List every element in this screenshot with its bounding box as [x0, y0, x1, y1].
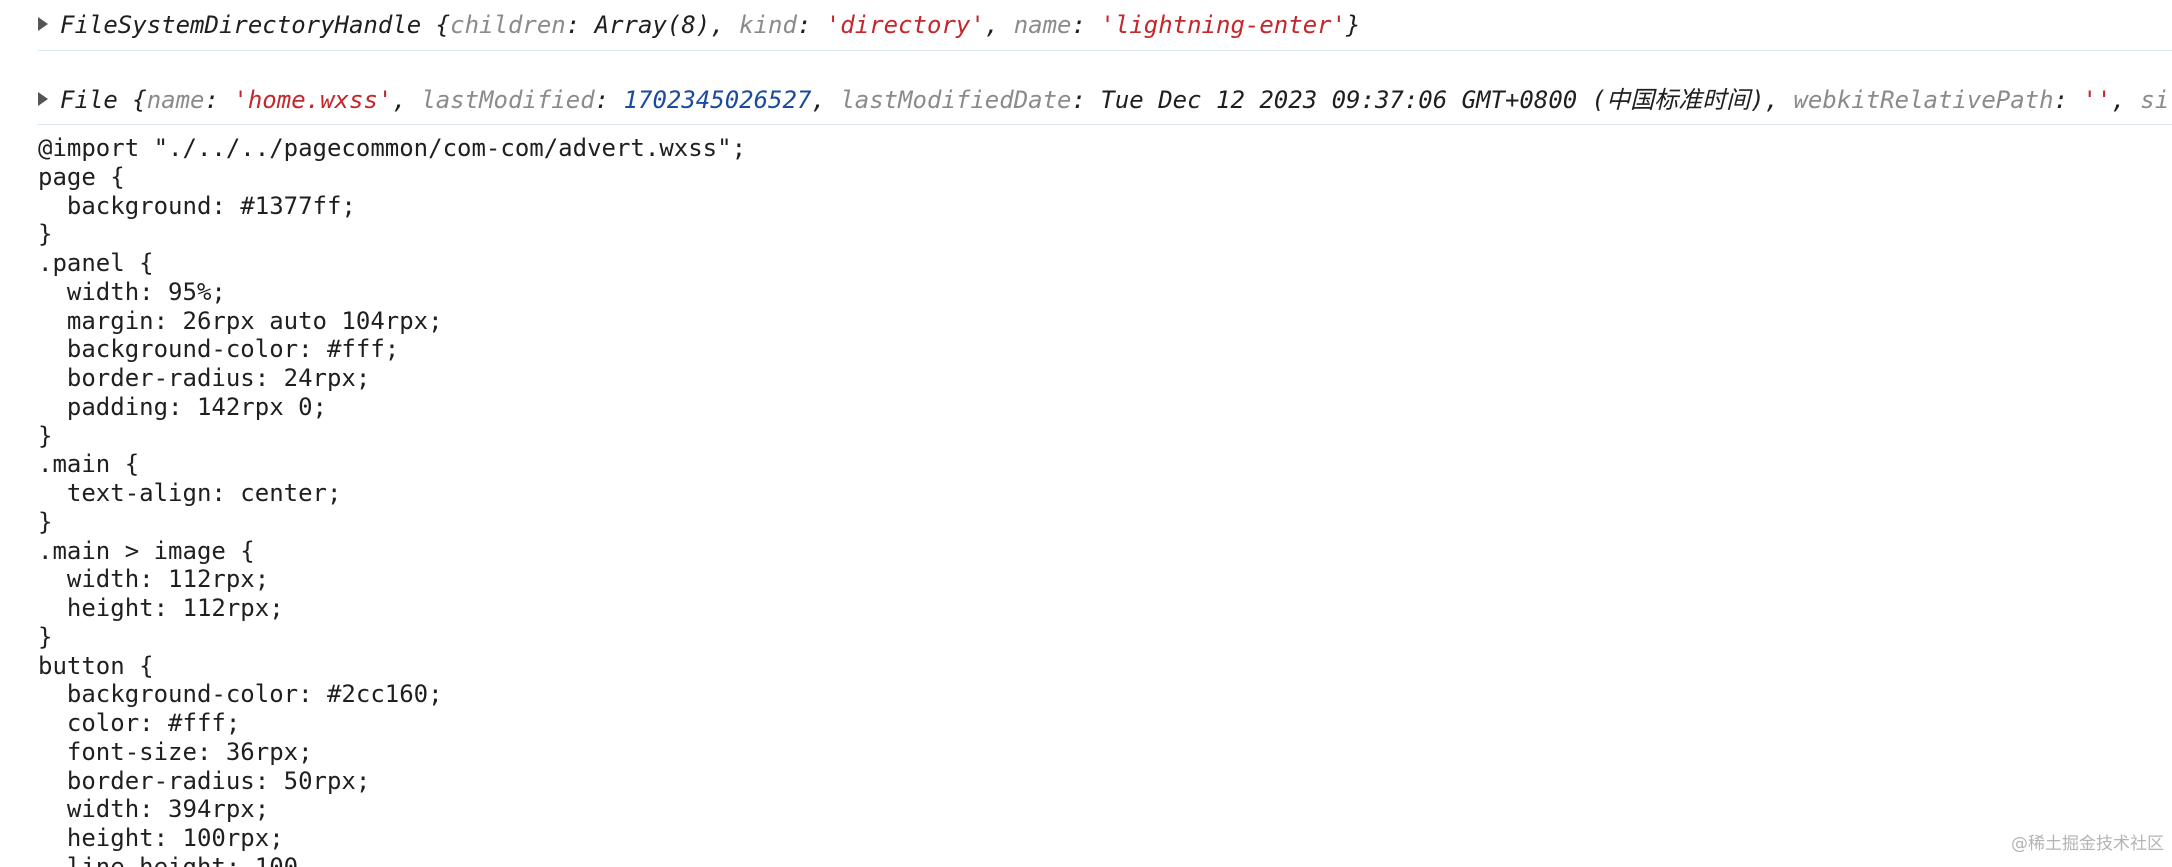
- comma-separator: ,: [984, 11, 1014, 39]
- open-brace: {: [421, 11, 451, 39]
- colon-separator: :: [204, 86, 234, 114]
- property-value: '': [2082, 86, 2112, 114]
- code-line: font-size: 36rpx;: [38, 737, 313, 766]
- code-line: .main > image {: [38, 536, 255, 565]
- property-key: name: [1013, 11, 1072, 39]
- property-value: 'directory': [825, 11, 985, 39]
- code-line: padding: 142rpx 0;: [38, 392, 327, 421]
- code-line: width: 394rpx;: [38, 795, 270, 824]
- colon-separator: :: [594, 86, 624, 114]
- colon-separator: :: [565, 11, 595, 39]
- open-brace: {: [117, 86, 147, 114]
- code-line: width: 112rpx;: [38, 565, 270, 594]
- comma-separator: ,: [811, 86, 841, 114]
- console-log-row-directory-handle: FileSystemDirectoryHandle {children: Arr…: [38, 0, 2172, 51]
- code-line: border-radius: 50rpx;: [38, 766, 371, 795]
- comma-separator: ,: [1764, 86, 1794, 114]
- code-line: text-align: center;: [38, 479, 342, 507]
- code-line: }: [38, 622, 53, 651]
- property-key: webkitRelativePath: [1793, 86, 2054, 114]
- code-line: background-color: #2cc160;: [38, 680, 443, 709]
- property-value: 1702345026527: [623, 86, 812, 114]
- property-key: children: [450, 11, 566, 39]
- code-line: border-radius: 24rpx;: [38, 364, 371, 392]
- console-log-row-file: File {name: 'home.wxss', lastModified: 1…: [38, 76, 2172, 125]
- comma-separator: ,: [2111, 86, 2141, 114]
- code-line: }: [38, 220, 53, 249]
- code-line: @import "./../../pagecommon/com-com/adve…: [38, 134, 747, 162]
- colon-separator: :: [1071, 11, 1101, 39]
- comma-separator: ,: [392, 86, 422, 114]
- code-line: .panel {: [38, 249, 154, 277]
- object-fields: children: Array(8), kind: 'directory', n…: [450, 11, 1346, 39]
- close-brace: }: [1346, 11, 1361, 39]
- expand-triangle-icon[interactable]: [38, 17, 48, 31]
- property-key: si: [2140, 86, 2170, 114]
- property-value: 'lightning-enter': [1100, 11, 1347, 39]
- code-line: line-height: 100: [38, 852, 299, 867]
- code-line: background-color: #fff;: [38, 335, 400, 364]
- expand-triangle-icon[interactable]: [38, 92, 48, 106]
- code-line: }: [38, 507, 53, 536]
- property-key: lastModified: [421, 86, 595, 114]
- watermark: @稀土掘金技术社区: [2011, 834, 2164, 854]
- code-line: width: 95%;: [38, 277, 226, 306]
- property-key: name: [146, 86, 205, 114]
- property-key: kind: [739, 11, 797, 39]
- colon-separator: :: [1071, 86, 1101, 114]
- code-line: margin: 26rpx auto 104rpx;: [38, 306, 443, 335]
- object-fields: name: 'home.wxss', lastModified: 1702345…: [147, 86, 2170, 114]
- code-line: .main {: [38, 450, 140, 479]
- code-line: height: 112rpx;: [38, 594, 284, 622]
- property-value: Array(8): [594, 11, 711, 39]
- colon-separator: :: [796, 11, 826, 39]
- object-type-name: FileSystemDirectoryHandle: [60, 11, 422, 39]
- code-line: height: 100rpx;: [38, 824, 284, 852]
- comma-separator: ,: [710, 11, 740, 39]
- code-line: background: #1377ff;: [38, 191, 356, 220]
- code-line: }: [38, 421, 53, 450]
- code-line: color: #fff;: [38, 709, 241, 737]
- property-value: Tue Dec 12 2023 09:37:06 GMT+0800 (中国标准时…: [1100, 86, 1765, 114]
- file-content-output: @import "./../../pagecommon/com-com/adve…: [38, 134, 746, 867]
- property-key: lastModifiedDate: [840, 86, 1072, 114]
- code-line: page {: [38, 162, 125, 191]
- object-type-name: File: [60, 86, 118, 114]
- colon-separator: :: [2053, 86, 2083, 114]
- code-line: button {: [38, 651, 154, 680]
- property-value: 'home.wxss': [233, 86, 393, 114]
